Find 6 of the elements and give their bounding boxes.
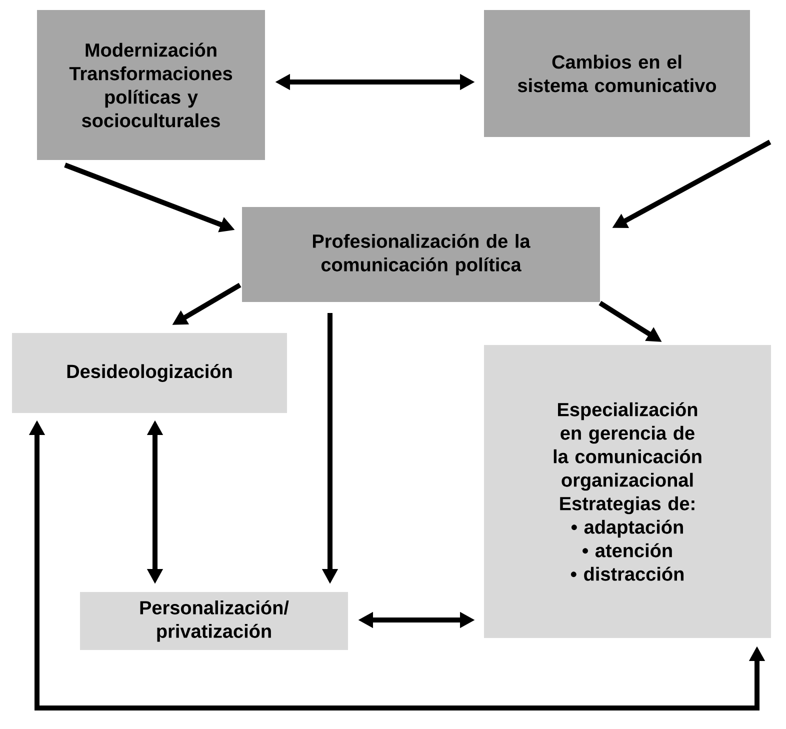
process-box: Desideologización	[12, 333, 287, 413]
process-box: Modernización Transformaciones políticas y socioculturales	[37, 10, 265, 160]
process-box: Especialización en gerencia de la comunicación organizacional Estrategias de: • adaptación • atención • distracción	[484, 345, 771, 638]
process-box: Personalización/ privatización	[80, 592, 348, 650]
process-box: Cambios en el sistema comunicativo	[484, 10, 750, 137]
process-box: Profesionalización de la comunicación política	[242, 207, 600, 302]
